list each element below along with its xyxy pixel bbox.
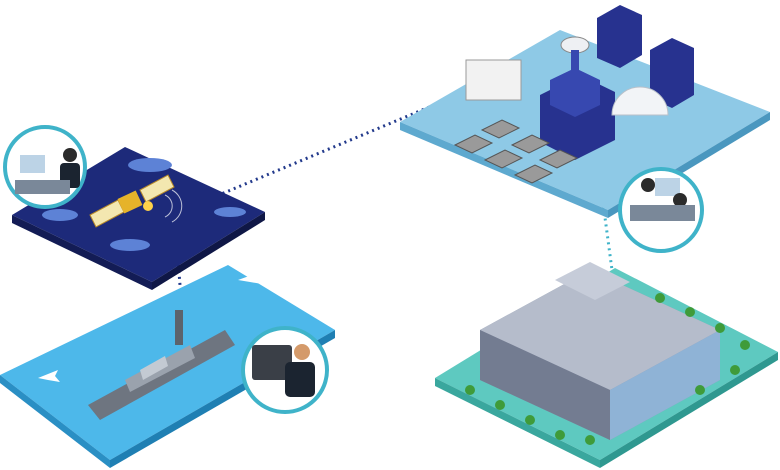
vehicle-icon <box>453 119 579 184</box>
radar-dome-icon <box>611 86 669 116</box>
operator-icon <box>618 167 704 253</box>
cloud-icon <box>42 158 246 251</box>
campus-panel <box>435 262 778 468</box>
tree-icon <box>465 293 750 445</box>
antenna-dish-icon <box>560 36 590 72</box>
link-satellite-to-base <box>194 88 471 207</box>
server-rack-icon <box>465 5 694 108</box>
operator-icon <box>3 125 87 209</box>
ship-icon <box>88 310 235 420</box>
aircraft-icon <box>38 272 262 382</box>
operator-icon <box>241 326 329 414</box>
base-panel <box>400 5 770 218</box>
building-icon <box>480 262 720 440</box>
building-icon <box>540 68 615 160</box>
satellite-icon <box>89 174 175 228</box>
